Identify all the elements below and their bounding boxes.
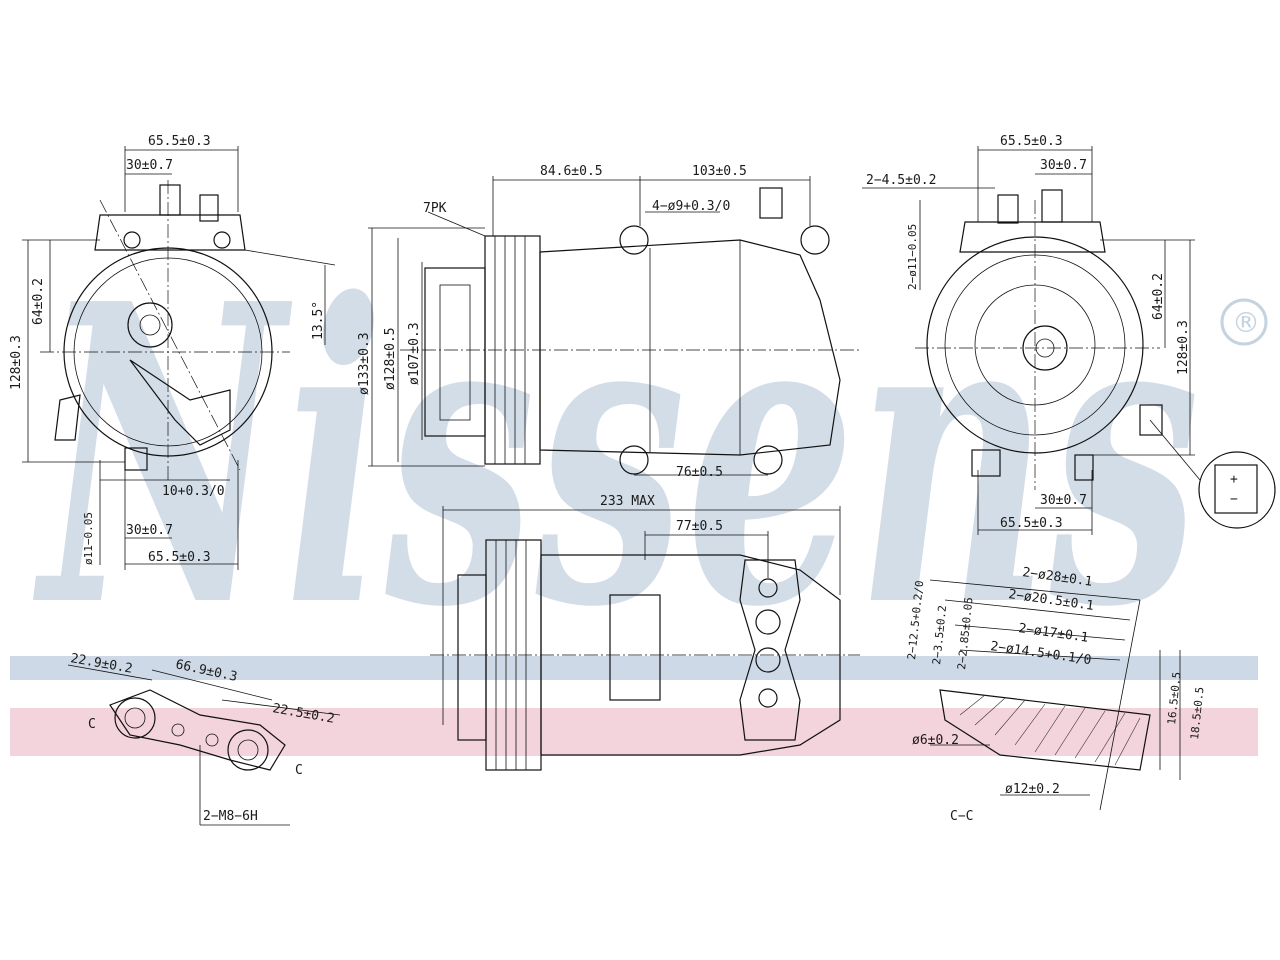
front-dim-bottom-width: 65.5±0.3 bbox=[148, 550, 211, 565]
front-foot-bottom bbox=[124, 447, 148, 471]
bottom-dim-overall: 233 MAX bbox=[600, 494, 655, 509]
rear-dim-holes: 2−4.5±0.2 bbox=[866, 173, 936, 188]
front-dim-top-width: 65.5±0.3 bbox=[148, 134, 211, 149]
side-dim-top-b: 103±0.5 bbox=[692, 164, 747, 179]
rear-connector-tab bbox=[1139, 404, 1163, 436]
flange-section-mark-a: C bbox=[88, 717, 96, 732]
registered-icon bbox=[1220, 298, 1268, 346]
section-label: C−C bbox=[950, 809, 973, 824]
side-ear-bottom-left bbox=[619, 445, 649, 475]
flange-plate bbox=[109, 689, 286, 771]
section-hatching bbox=[959, 694, 1141, 766]
front-dim-bottom-hole: 10+0.3/0 bbox=[162, 484, 225, 499]
flange-center-bolt-2 bbox=[205, 733, 219, 747]
side-dim-d107: ø107±0.3 bbox=[407, 322, 422, 385]
side-port bbox=[759, 187, 783, 219]
rear-dim-height: 128±0.3 bbox=[1176, 320, 1191, 375]
rear-view: + − 65.5±0.3 30±0.7 2−4.5±0.2 2−ø11−0.05… bbox=[862, 134, 1276, 535]
section-dim-d12: ø12±0.2 bbox=[1005, 782, 1060, 797]
flange-port-right bbox=[227, 729, 269, 771]
flange-port-left-inner bbox=[124, 707, 146, 729]
side-ear-bottom-right bbox=[753, 445, 783, 475]
bottom-flange-port-1 bbox=[755, 609, 781, 635]
front-dim-left-height: 128±0.3 bbox=[9, 335, 24, 390]
watermark: Nissens ® bbox=[10, 215, 1268, 756]
front-bolt-left bbox=[123, 231, 141, 249]
side-dim-bottom: 76±0.5 bbox=[676, 465, 723, 480]
bottom-side-bracket bbox=[609, 594, 661, 701]
rear-dim-bottom-width: 65.5±0.3 bbox=[1000, 516, 1063, 531]
front-connector bbox=[129, 359, 231, 446]
rear-dim-top-port: 30±0.7 bbox=[1040, 158, 1087, 173]
rear-port-1 bbox=[997, 194, 1019, 224]
front-port-1 bbox=[159, 184, 181, 216]
section-view: 2−ø28±0.1 2−ø20.5±0.1 2−ø17±0.1 2−ø14.5+… bbox=[905, 565, 1206, 824]
rear-port-2 bbox=[1041, 189, 1063, 223]
front-dim-top-port: 30±0.7 bbox=[126, 158, 173, 173]
rear-connector-detail bbox=[1198, 451, 1276, 529]
flange-center-bolt bbox=[171, 723, 185, 737]
rear-hub bbox=[1022, 325, 1068, 371]
front-bolt-right bbox=[213, 231, 231, 249]
side-dim-d128: ø128±0.5 bbox=[383, 327, 398, 390]
section-dim-16: 16.5±0.5 bbox=[1165, 671, 1183, 725]
rear-dim-dia11: 2−ø11−0.05 bbox=[906, 224, 919, 290]
rear-connector-minus: − bbox=[1230, 492, 1238, 507]
rear-dim-top-width: 65.5±0.3 bbox=[1000, 134, 1063, 149]
section-dim-h3: 2−3.5±0.2 bbox=[930, 605, 949, 666]
front-port-2 bbox=[199, 194, 219, 222]
side-ear-top-right bbox=[800, 225, 830, 255]
bottom-flange-bolt-2 bbox=[758, 688, 778, 708]
side-dim-holes: 4−ø9+0.3/0 bbox=[652, 199, 730, 214]
watermark-registered: ® bbox=[1232, 306, 1260, 339]
bottom-view: 233 MAX 77±0.5 bbox=[430, 494, 860, 771]
front-foot-left bbox=[54, 394, 81, 441]
side-pulley-inner bbox=[439, 284, 471, 421]
section-dim-d6: ø6±0.2 bbox=[912, 733, 959, 748]
rear-connector-plus: + bbox=[1230, 472, 1238, 487]
rear-foot-left bbox=[971, 449, 1001, 477]
front-dim-bottom-dia: ø11−0.05 bbox=[82, 512, 95, 565]
watermark-brand: Nissens bbox=[32, 215, 1200, 697]
flange-section-mark-b: C bbox=[295, 763, 303, 778]
front-hub-inner bbox=[139, 314, 161, 336]
side-ear-top-left bbox=[619, 225, 649, 255]
bottom-flange-bolt-1 bbox=[758, 578, 778, 598]
front-view: 65.5±0.3 30±0.7 128±0.3 64±0.2 13.5° 10+… bbox=[9, 134, 336, 570]
side-dim-d133: ø133±0.3 bbox=[357, 332, 372, 395]
side-body bbox=[539, 239, 841, 456]
bottom-dim-port: 77±0.5 bbox=[676, 519, 723, 534]
front-hub bbox=[127, 302, 173, 348]
side-label-belt: 7PK bbox=[423, 201, 447, 216]
watermark-stripe-blue bbox=[10, 656, 1258, 680]
section-body bbox=[939, 689, 1151, 771]
rear-dim-bottom-port: 30±0.7 bbox=[1040, 493, 1087, 508]
rear-foot-right bbox=[1074, 454, 1094, 481]
watermark-stripe-pink bbox=[10, 708, 1258, 756]
section-dim-18: 18.5±0.5 bbox=[1188, 686, 1206, 740]
flange-port-right-inner bbox=[237, 739, 259, 761]
rear-dim-mount: 64±0.2 bbox=[1151, 273, 1166, 320]
side-dim-top-a: 84.6±0.5 bbox=[540, 164, 603, 179]
side-view: 7PK 84.6±0.5 103±0.5 4−ø9+0.3/0 ø133±0.3… bbox=[357, 164, 860, 480]
front-dim-angle: 13.5° bbox=[311, 301, 326, 340]
front-dim-bottom-port: 30±0.7 bbox=[126, 523, 173, 538]
flange-port-left bbox=[114, 697, 156, 739]
front-dim-left-mount: 64±0.2 bbox=[31, 278, 46, 325]
bottom-flange-plate bbox=[739, 559, 801, 741]
flange-thread-label: 2−M8−6H bbox=[203, 809, 258, 824]
bottom-flange-port-2 bbox=[755, 647, 781, 673]
